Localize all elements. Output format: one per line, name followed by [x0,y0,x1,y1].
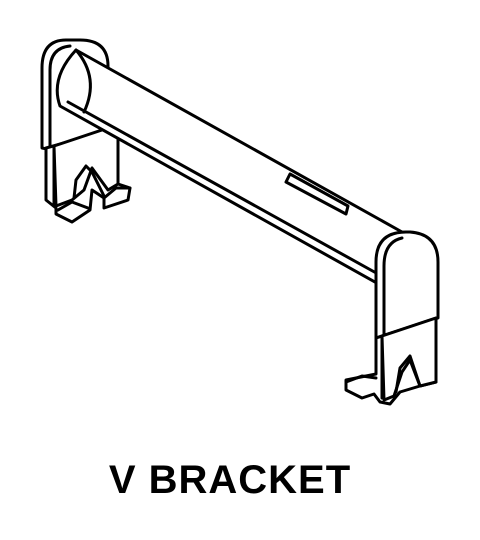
left-clip [44,126,132,224]
left-clip-tab-right [102,186,132,200]
right-clip [344,316,438,406]
right-end-cap-body [374,230,440,340]
right-end-cap [374,230,440,340]
rod-slot [284,172,350,216]
rod-highlight [66,100,380,276]
right-end-cap-inner-edge [382,236,404,336]
right-clip-v-notch [394,354,422,394]
part-caption: V BRACKET [108,458,352,502]
rod-left-end [74,48,92,114]
left-clip-tab-top [56,200,90,212]
left-end-cap-inner-edge [48,44,72,148]
left-clip-v-notch [72,164,106,200]
right-clip-tab-left [344,374,378,384]
